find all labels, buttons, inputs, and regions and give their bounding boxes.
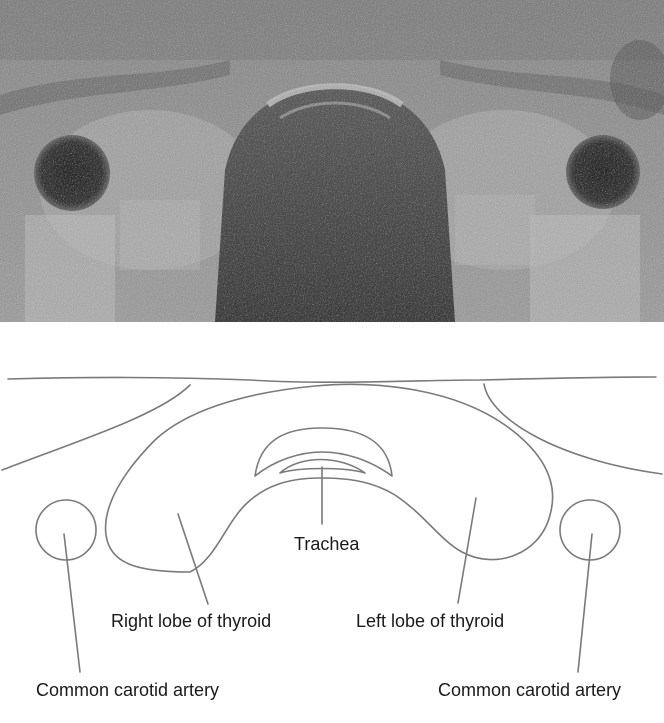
- right-lobe-label: Right lobe of thyroid: [111, 612, 271, 630]
- right-carotid-leader: [64, 534, 80, 672]
- thyroid-diagram: [0, 322, 664, 723]
- right-muscle-outline: [2, 385, 190, 470]
- right-carotid-label: Common carotid artery: [36, 681, 219, 699]
- skin-line: [8, 377, 656, 382]
- left-carotid-leader: [578, 534, 592, 672]
- trachea-label: Trachea: [294, 535, 359, 553]
- right-lobe-leader: [178, 514, 208, 604]
- left-carotid-label: Common carotid artery: [438, 681, 621, 699]
- ultrasound-image: [0, 0, 664, 322]
- left-lobe-label: Left lobe of thyroid: [356, 612, 504, 630]
